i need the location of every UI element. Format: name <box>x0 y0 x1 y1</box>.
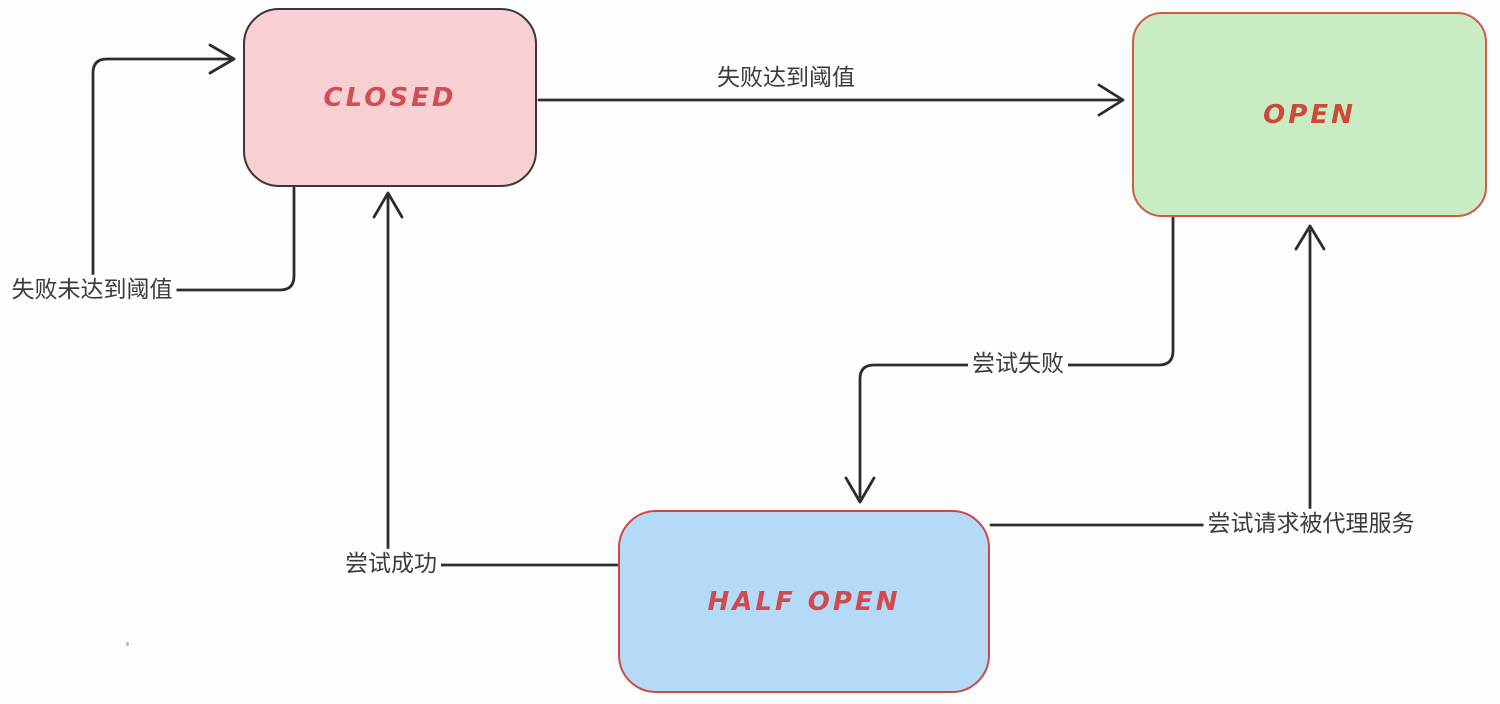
transition-label-attempt-request-proxied: 尝试请求被代理服务 <box>1203 508 1419 540</box>
transition-label-attempt-failed: 尝试失败 <box>968 348 1068 380</box>
arrowhead-closed-to-open <box>1097 83 1125 117</box>
arrowhead-half-open-to-open <box>1294 224 1326 251</box>
arrow-half-open-to-closed <box>386 195 619 567</box>
arrowhead-open-to-half-open <box>844 476 876 504</box>
state-half-open: HALF OPEN <box>618 510 990 693</box>
arrowhead-closed-self-loop <box>208 43 236 75</box>
state-open: OPEN <box>1132 12 1487 217</box>
transition-label-failure-below-threshold: 失败未达到阈值 <box>7 274 177 306</box>
transition-label-failure-reaches-threshold: 失败达到阈值 <box>713 62 859 94</box>
state-open-label: OPEN <box>1263 99 1356 130</box>
transition-label-attempt-success: 尝试成功 <box>341 548 441 580</box>
stray-dot-artifact <box>126 642 129 646</box>
state-closed: CLOSED <box>243 8 537 187</box>
arrowhead-half-open-to-closed <box>372 191 404 219</box>
state-closed-label: CLOSED <box>323 82 457 113</box>
state-half-open-label: HALF OPEN <box>707 586 901 617</box>
